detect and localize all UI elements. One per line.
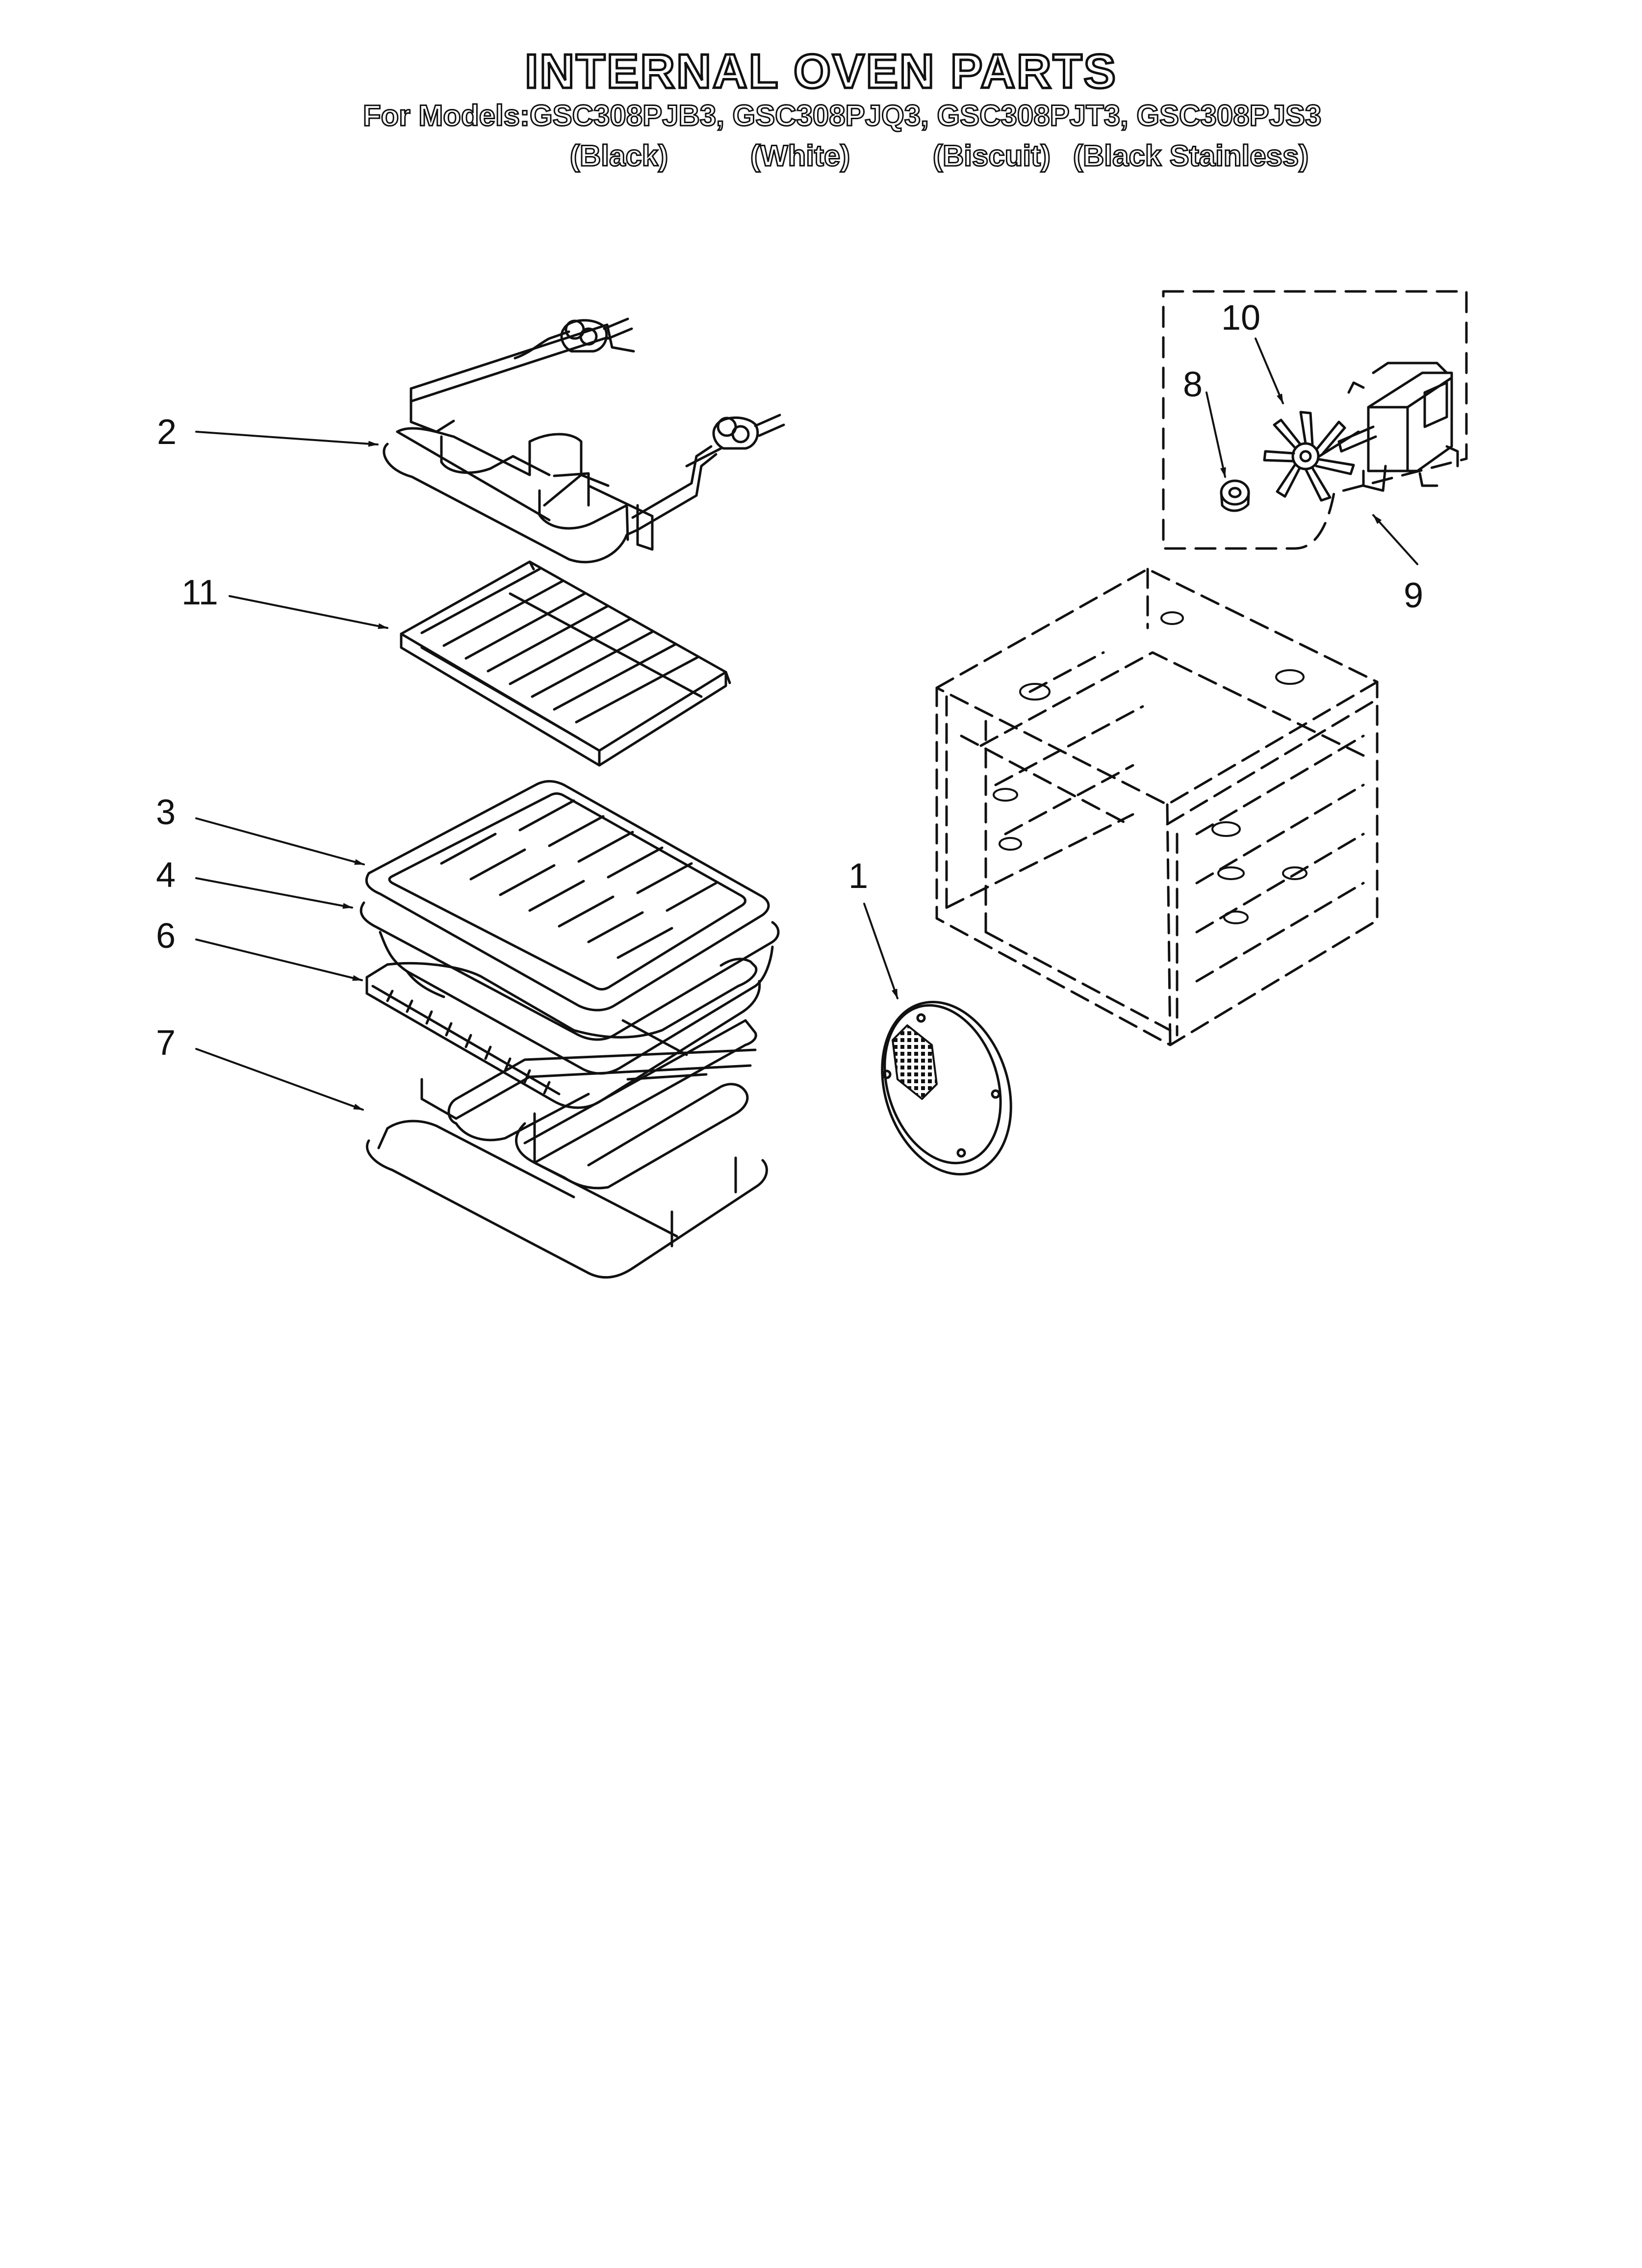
oven-cavity-details [993, 611, 1308, 924]
broiler-pan-part-4 [359, 901, 780, 1075]
leader-arrows [195, 338, 1418, 1111]
callout-9: 9 [1404, 576, 1423, 615]
variant-black: (Black) [569, 139, 668, 172]
broil-element-part-2 [383, 317, 785, 564]
fan-blade-part-10 [1263, 411, 1360, 502]
callout-1: 1 [848, 857, 868, 896]
fan-motor-assembly-box-part-9 [1162, 290, 1468, 550]
callout-4: 4 [156, 856, 176, 895]
callout-3: 3 [156, 793, 176, 832]
callout-8: 8 [1183, 365, 1203, 404]
oven-cavity [935, 568, 1379, 1046]
variant-biscuit: (Biscuit) [932, 139, 1052, 172]
oven-shelf-part-11 [400, 560, 731, 767]
variant-black-stainless: (Black Stainless) [1072, 139, 1309, 172]
bake-element-part-7 [366, 1019, 768, 1279]
page-title: INTERNAL OVEN PARTS [524, 44, 1117, 98]
variant-white: (White) [749, 139, 850, 172]
callout-labels: 2 11 3 4 6 7 1 8 10 9 [156, 298, 1423, 1063]
callout-10: 10 [1221, 298, 1260, 338]
callout-2: 2 [157, 413, 177, 452]
fan-cover-part-1 [881, 1001, 1012, 1175]
callout-7: 7 [156, 1023, 176, 1063]
callout-11: 11 [181, 573, 218, 612]
broiler-pan-grid-part-3 [365, 780, 770, 1012]
nut-part-8 [1220, 479, 1250, 512]
fan-motor [1337, 362, 1459, 492]
callout-6: 6 [156, 916, 176, 956]
models-line: For Models:GSC308PJB3, GSC308PJQ3, GSC30… [362, 99, 1322, 132]
